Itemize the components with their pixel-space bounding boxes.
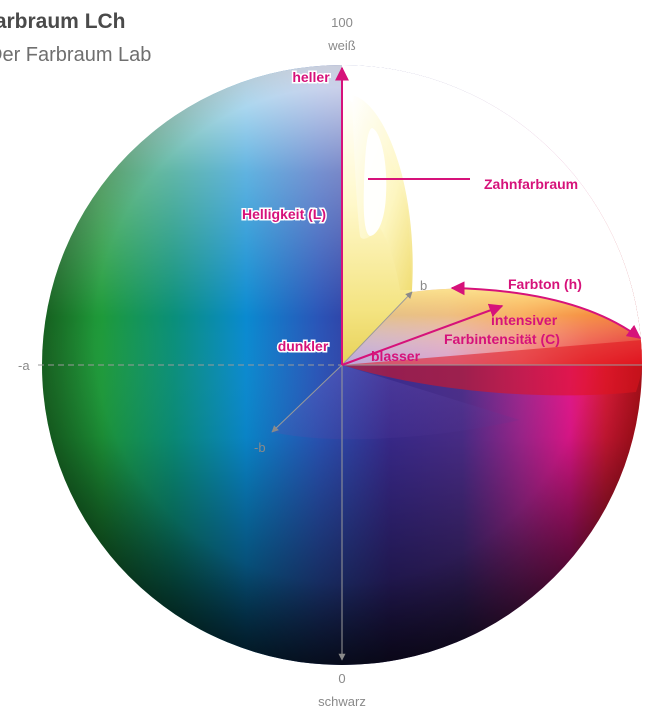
axis-b-label: b	[420, 278, 427, 293]
annotations	[335, 66, 642, 366]
zahnfarbraum-hollow	[363, 128, 387, 236]
hue-arc	[450, 281, 642, 339]
b-axis	[341, 291, 413, 366]
axes	[38, 291, 642, 661]
label-farbintensitaet: Farbintensität (C)	[444, 331, 560, 347]
label-zahnfarbraum: Zahnfarbraum	[484, 176, 578, 192]
neg-b-axis	[271, 364, 343, 433]
svg-text:heller: heller	[292, 69, 330, 85]
axis-neg-b-label: -b	[254, 440, 266, 455]
label-heller: heller	[292, 69, 330, 85]
axis-top-name: weiß	[327, 38, 356, 53]
diagram-title: Farbraum LCh	[0, 10, 126, 33]
axis-neg-a-label: -a	[18, 358, 30, 373]
label-dunkler: dunkler	[278, 338, 329, 354]
svg-text:dunkler: dunkler	[278, 338, 329, 354]
label-farbton: Farbton (h)	[508, 276, 582, 292]
axis-bottom-name: schwarz	[318, 694, 366, 709]
label-blasser: blasser	[371, 348, 421, 364]
axis-top-value: 100	[331, 15, 353, 30]
label-helligkeit: Helligkeit (L)	[242, 206, 326, 222]
axis-bottom-value: 0	[338, 671, 345, 686]
svg-text:Helligkeit (L): Helligkeit (L)	[242, 206, 326, 222]
diagram-subtitle: Der Farbraum Lab	[0, 44, 152, 66]
label-intensiver: intensiver	[491, 312, 558, 328]
